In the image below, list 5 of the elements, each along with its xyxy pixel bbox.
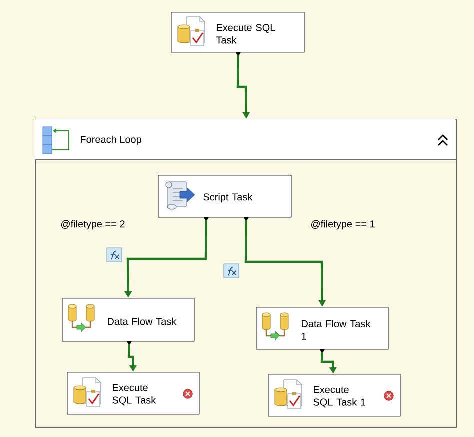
task-box: Data Flow Task: [62, 298, 195, 342]
edge-label: @filetype == 2: [60, 219, 126, 231]
edge-label: @filetype == 1: [310, 219, 376, 231]
task-box: Data Flow Task 1: [256, 307, 389, 350]
task-box: Script Task: [158, 175, 292, 218]
